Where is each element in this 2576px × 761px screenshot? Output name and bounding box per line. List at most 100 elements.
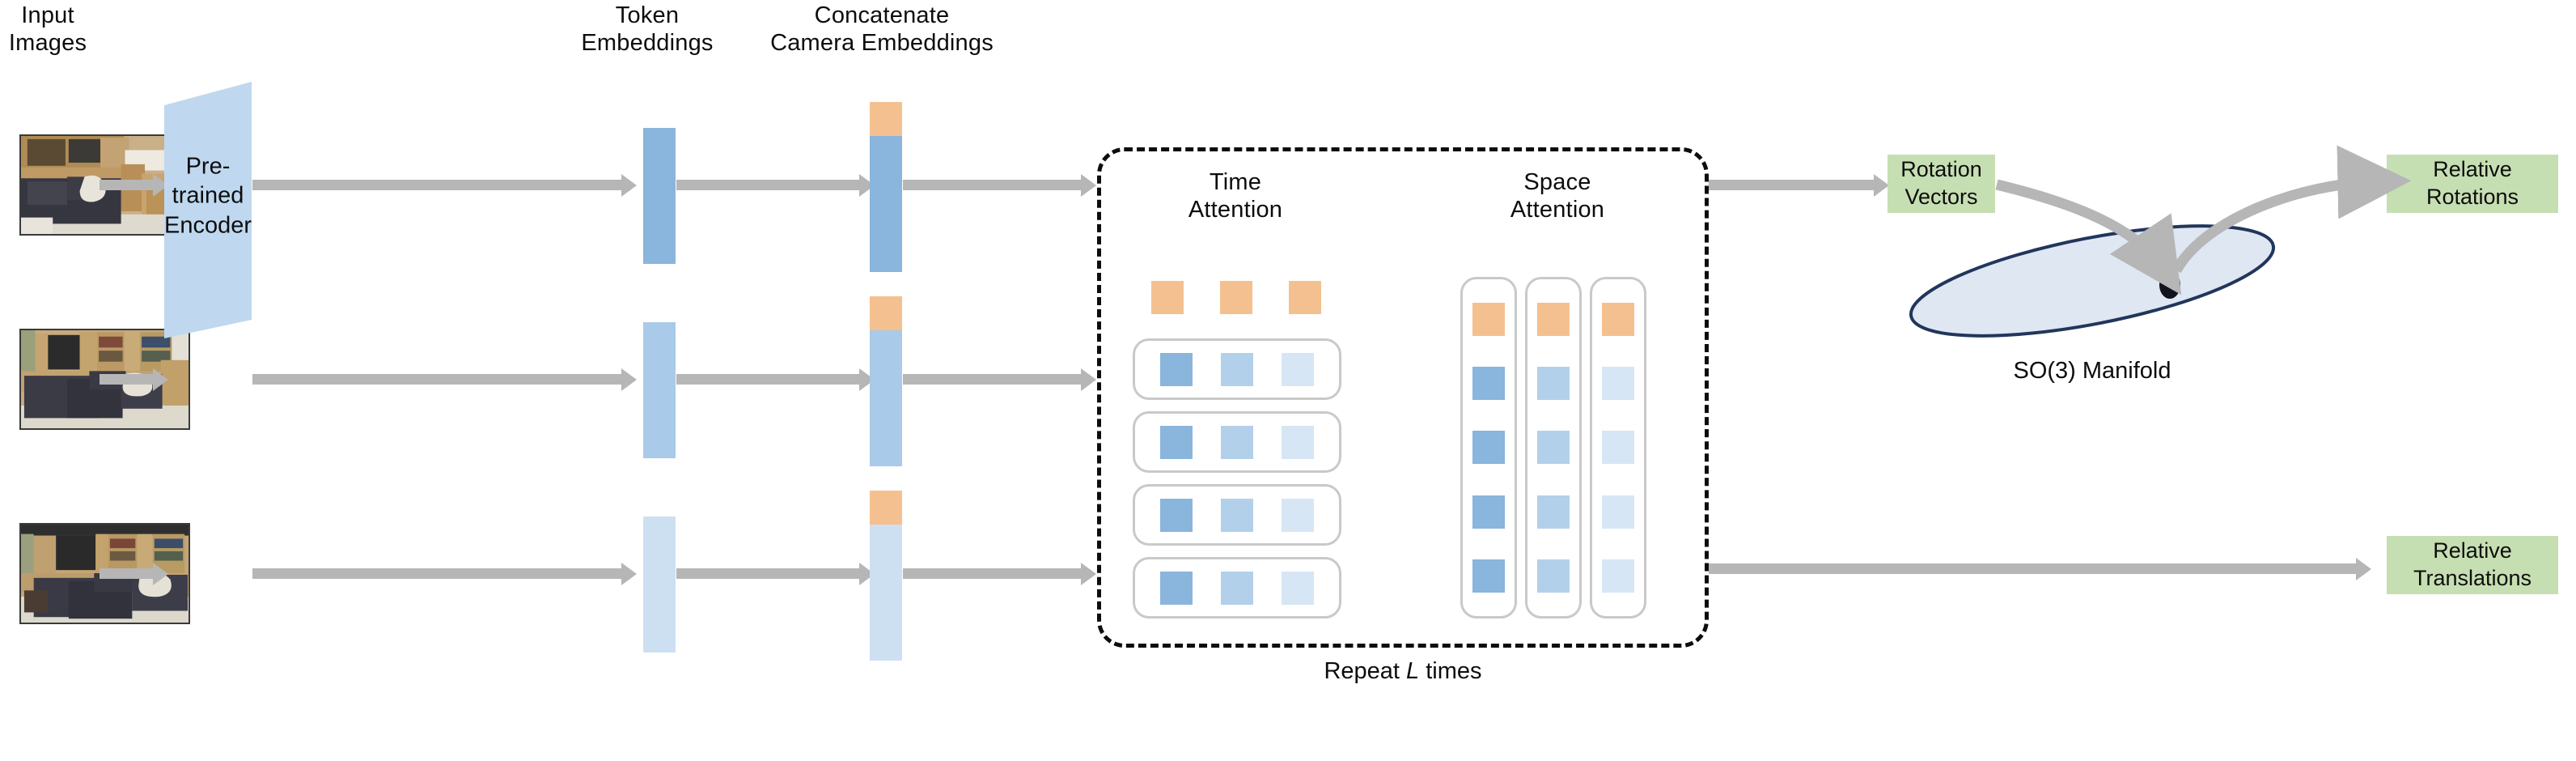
- camera-token-square: [1602, 303, 1634, 337]
- space-attention-column-2[interactable]: [1525, 277, 1582, 619]
- arrow-concat-to-transformer-1: [903, 180, 1083, 190]
- time-attention-row-1[interactable]: [1133, 338, 1341, 400]
- space-token-square: [1537, 495, 1570, 529]
- token-cell: [643, 390, 676, 424]
- arrow-transformer-to-rotation-vectors: [1709, 180, 1875, 190]
- token-cell: [643, 424, 676, 458]
- arrow-rotation-vectors-to-manifold: [1995, 179, 2182, 295]
- manifold-point: [2159, 271, 2180, 299]
- time-attention-label: Time Attention: [1126, 168, 1345, 223]
- token-cell: [643, 322, 676, 356]
- relative-rotations-box[interactable]: Relative Rotations: [2387, 155, 2558, 213]
- arrow-tokens-to-concat-1: [676, 180, 861, 190]
- space-token-square: [1602, 367, 1634, 401]
- arrow-manifold-to-relative-rotations: [2171, 145, 2412, 274]
- token-embedding-column-2: [643, 322, 676, 458]
- time-token-square: [1220, 352, 1253, 386]
- camera-token-square: [1288, 281, 1321, 314]
- space-token-square: [1472, 431, 1505, 465]
- space-attention-line1: Space: [1523, 169, 1591, 195]
- header-token-embeddings-line1: Token: [615, 2, 680, 28]
- space-attention-column-3[interactable]: [1590, 277, 1646, 619]
- camera-embedding-cell: [870, 296, 902, 330]
- time-attention-row-4[interactable]: [1133, 557, 1341, 619]
- token-cell: [643, 551, 676, 585]
- time-attention-line1: Time: [1209, 169, 1262, 195]
- arrow-tokens-to-concat-2: [676, 374, 861, 385]
- token-embedding-column-3: [643, 517, 676, 653]
- relative-rotations-line1: Relative: [2433, 157, 2512, 182]
- space-attention-column-1[interactable]: [1460, 277, 1517, 619]
- token-cell: [643, 196, 676, 230]
- camera-token-square: [1219, 281, 1252, 314]
- header-camera-embeddings: Camera Embeddings: [770, 30, 994, 57]
- repeat-suffix: times: [1426, 658, 1482, 684]
- token-cell: [643, 585, 676, 619]
- header-input-images: Input Images: [0, 2, 95, 57]
- so3-manifold-ellipse: [1909, 224, 2276, 338]
- header-concatenate-line1: Concatenate: [814, 2, 950, 28]
- time-attention-row-3[interactable]: [1133, 484, 1341, 546]
- arrow-encoder-to-tokens-3: [252, 568, 623, 579]
- relative-rotations-line2: Rotations: [2426, 185, 2519, 209]
- token-cell: [643, 619, 676, 653]
- time-attention-camera-tokens: [1133, 281, 1339, 314]
- time-token-square: [1160, 352, 1193, 386]
- token-cell: [870, 593, 902, 627]
- token-cell: [870, 170, 902, 204]
- repeat-symbol: L: [1406, 658, 1420, 684]
- space-token-square: [1537, 431, 1570, 465]
- rotation-vectors-box[interactable]: Rotation Vectors: [1888, 155, 1995, 213]
- arrow-encoder-to-tokens-1: [252, 180, 623, 190]
- relative-translations-line1: Relative: [2433, 538, 2512, 563]
- space-token-square: [1602, 559, 1634, 593]
- arrow-image3-to-encoder: [100, 568, 155, 579]
- camera-token-square: [1150, 281, 1184, 314]
- time-token-square: [1220, 425, 1253, 459]
- token-cell: [870, 136, 902, 170]
- camera-token-square: [1537, 303, 1570, 337]
- relative-translations-line2: Translations: [2413, 566, 2532, 590]
- camera-embedding-cell: [870, 102, 902, 136]
- space-token-square: [1472, 559, 1505, 593]
- space-attention-label: Space Attention: [1448, 168, 1667, 223]
- time-token-square: [1281, 498, 1314, 532]
- concat-column-3: [870, 491, 902, 661]
- repeat-prefix: Repeat: [1324, 658, 1407, 684]
- time-token-square: [1281, 571, 1314, 605]
- time-token-square: [1281, 425, 1314, 459]
- time-token-square: [1220, 498, 1253, 532]
- arrow-image1-to-encoder: [100, 180, 155, 190]
- token-cell: [870, 398, 902, 432]
- token-cell: [870, 238, 902, 272]
- arrow-transformer-to-relative-translations: [1709, 563, 2358, 574]
- space-token-square: [1602, 431, 1634, 465]
- time-token-square: [1160, 498, 1193, 532]
- arrow-image2-to-encoder: [100, 374, 155, 385]
- encoder-label-line2: Encoder: [163, 212, 252, 239]
- camera-token-square: [1472, 303, 1505, 337]
- encoder-label-line1: Pre-trained: [172, 153, 244, 209]
- space-attention-line2: Attention: [1510, 197, 1605, 223]
- input-image-3: [19, 523, 190, 624]
- relative-translations-box[interactable]: Relative Translations: [2387, 536, 2558, 594]
- token-cell: [643, 230, 676, 264]
- space-token-square: [1537, 367, 1570, 401]
- header-input-images-line2: Images: [8, 30, 87, 57]
- arrow-concat-to-transformer-3: [903, 568, 1083, 579]
- token-cell: [870, 364, 902, 398]
- time-attention-row-2[interactable]: [1133, 411, 1341, 473]
- pretrained-encoder-body: Pre-trained Encoder: [163, 53, 252, 338]
- header-input-images-line1: Input: [21, 2, 74, 28]
- arrow-tokens-to-concat-3: [676, 568, 861, 579]
- token-cell: [870, 525, 902, 559]
- token-cell: [643, 517, 676, 551]
- arrow-concat-to-transformer-2: [903, 374, 1083, 385]
- time-token-square: [1160, 425, 1193, 459]
- header-token-embeddings: Token Embeddings: [557, 2, 738, 57]
- concat-column-1: [870, 102, 902, 272]
- token-cell: [643, 356, 676, 390]
- time-token-square: [1160, 571, 1193, 605]
- space-token-square: [1602, 495, 1634, 529]
- token-cell: [870, 627, 902, 661]
